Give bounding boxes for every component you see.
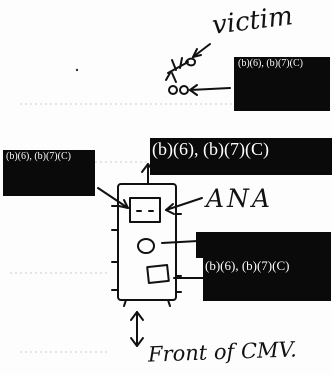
redaction-box: (b)(6), (b)(7)(C)	[234, 57, 330, 111]
ana-pointer-arrow	[165, 197, 203, 211]
redaction-box	[196, 232, 331, 258]
ana-label: ANA	[206, 184, 273, 213]
victim-arrow	[192, 43, 211, 58]
left-pointer-arrow	[97, 187, 129, 209]
victim-figure	[165, 57, 196, 83]
redaction-box: (b)(6), (b)(7)(C)	[3, 150, 95, 196]
cmv-vehicle-diagram	[111, 183, 182, 307]
ink-dot	[75, 68, 79, 72]
redaction-box: (b)(6), (b)(7)(C)	[150, 138, 332, 175]
redaction-box: (b)(6), (b)(7)(C)	[203, 257, 331, 301]
passenger-pointer-arrow	[161, 240, 199, 244]
object-marker	[168, 84, 231, 96]
